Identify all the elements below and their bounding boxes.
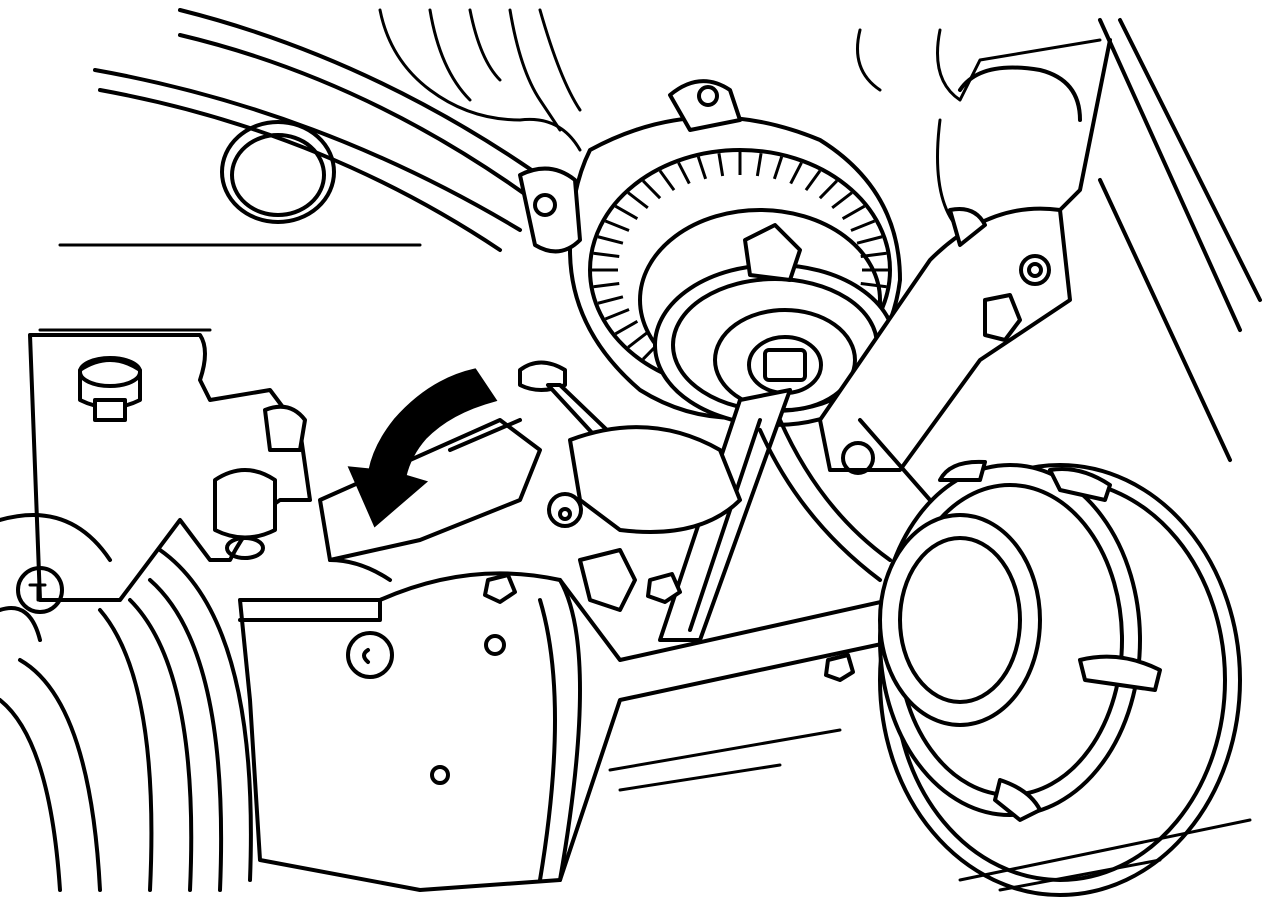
fin-line: [658, 169, 676, 191]
adjusting-arm: [658, 388, 792, 642]
large-pulley: [878, 459, 1242, 897]
alternator: [518, 79, 902, 427]
fin-line: [627, 331, 649, 349]
left-mount: [28, 333, 312, 602]
wiring-harness: [378, 8, 1102, 232]
fin-line: [597, 235, 624, 245]
fin-line: [614, 204, 639, 220]
curved-arrow-icon: [347, 368, 498, 528]
fin-line: [772, 156, 784, 180]
fin-line: [841, 204, 866, 220]
fin-line: [597, 295, 624, 305]
engine-block: [238, 548, 1252, 892]
bracket-bolt-icon: [983, 293, 1022, 342]
fin-line: [604, 219, 630, 232]
fin-line: [755, 152, 763, 177]
fin-line: [860, 251, 887, 258]
fin-line: [593, 251, 620, 258]
tensioner-rod: [518, 360, 742, 534]
fin-line: [593, 282, 620, 289]
round-plug: [220, 120, 336, 224]
fin-line: [696, 156, 708, 180]
right-bracket: [818, 18, 1262, 475]
pulley-nut: [763, 348, 807, 382]
fin-line: [831, 191, 853, 209]
fin-line: [860, 282, 887, 289]
fin-line: [804, 169, 822, 191]
fin-line: [677, 161, 691, 185]
fin-line: [642, 179, 662, 200]
crank-pulley-arcs: [0, 513, 253, 892]
fin-line: [856, 235, 883, 245]
fin-line: [850, 219, 876, 232]
fin-line: [614, 320, 639, 336]
rotation-arrow: [347, 368, 498, 528]
fin-line: [818, 179, 838, 200]
fin-line: [717, 152, 725, 177]
fin-line: [627, 191, 649, 209]
body-panel-lines: [38, 8, 562, 332]
fin-line: [604, 308, 630, 321]
drive-belt: [758, 418, 932, 582]
fin-line: [789, 161, 803, 185]
